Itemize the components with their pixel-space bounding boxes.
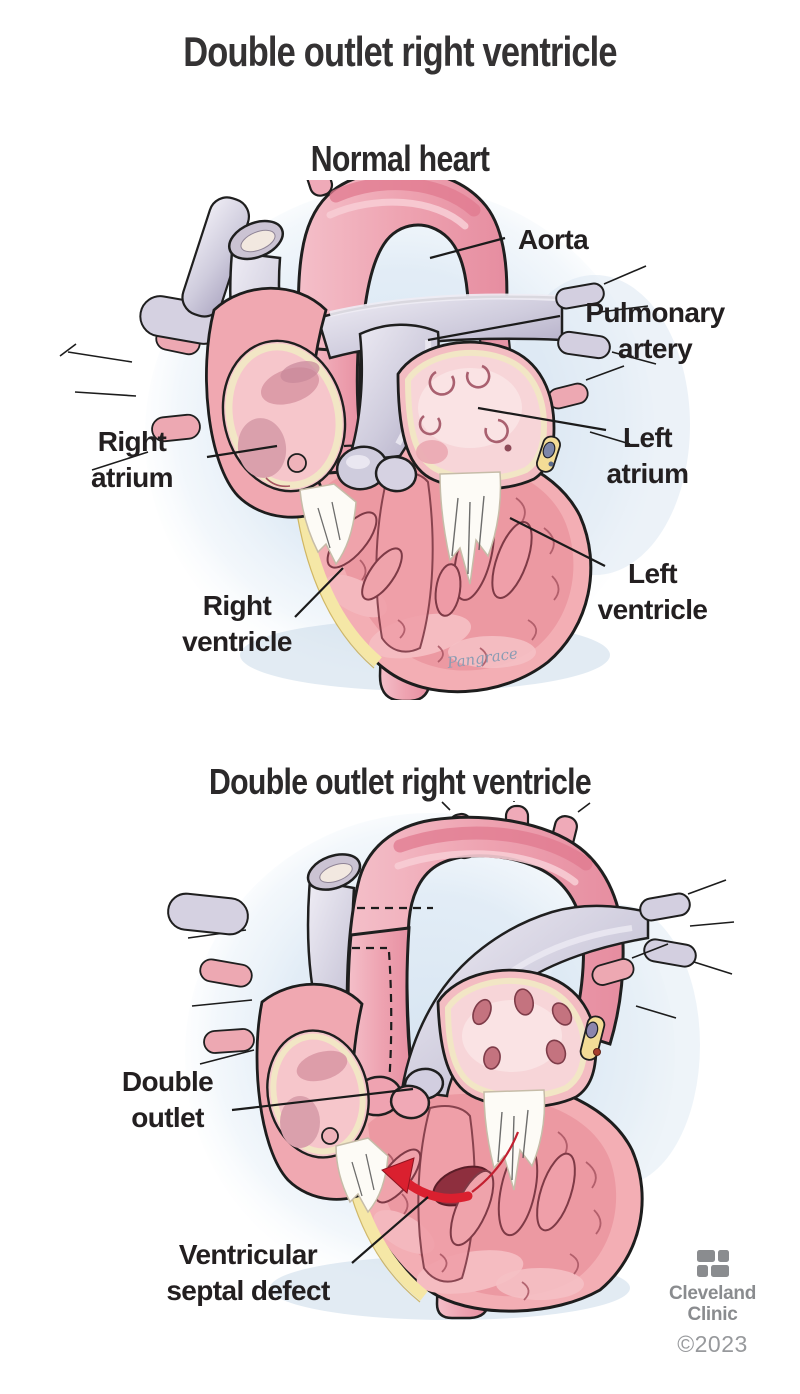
anatomy-label-double-outlet: Double outlet [121, 1066, 214, 1134]
page-title: Double outlet right ventricle [183, 28, 617, 75]
brand-name-line2: Clinic [687, 1304, 738, 1326]
anatomy-label-left-ventricle: Left ventricle [597, 558, 708, 626]
anatomy-label-right-atrium: Right atrium [91, 426, 174, 494]
right-atrium-chamber [205, 286, 347, 519]
ventricles [292, 438, 593, 694]
pulmonary-vein-ostia [472, 988, 573, 1070]
valve-leaflets [299, 471, 502, 585]
pulmonary-artery-vessel [316, 265, 657, 493]
brand-block: Cleveland Clinic ©2023 [640, 1250, 785, 1358]
leader-lines [206, 236, 607, 618]
copyright-text: ©2023 [677, 1330, 748, 1357]
pulmonary-vein-stubs-right [547, 365, 631, 445]
pulmonary-vein-stubs-left [167, 892, 255, 1054]
anatomy-label-ventricular-septal-defect: Ventricular septal defect [166, 1239, 330, 1307]
left-atrium-chamber [436, 968, 606, 1109]
pulmonary-vein-ostia [418, 364, 509, 444]
leader-lines [231, 1087, 429, 1264]
figure-1-subtitle: Normal heart [310, 138, 490, 179]
brand-name-line1: Cleveland [668, 1283, 757, 1304]
anatomy-label-left-atrium: Left atrium [606, 422, 690, 490]
left-atrium-chamber [396, 340, 561, 491]
aorta-arch [345, 815, 625, 1100]
heart-illustration-dorv [167, 801, 735, 1320]
blood-flow-arrow [381, 1131, 520, 1203]
cut-vessel-lines [59, 343, 149, 471]
anatomy-label-pulmonary-artery: Pulmonary artery [585, 297, 725, 365]
ventricles [337, 1072, 644, 1313]
figure-2-subtitle: Double outlet right ventricle [208, 761, 592, 802]
normal-position-dashes [352, 906, 433, 1085]
anatomy-label-right-ventricle: Right ventricle [182, 590, 292, 658]
cleveland-clinic-logo-icon [696, 1250, 729, 1277]
heart-illustration-normal: Pangrace [59, 180, 690, 700]
anatomy-label-aorta: Aorta [517, 224, 589, 255]
pulmonary-vein-stubs-right [591, 943, 677, 1019]
